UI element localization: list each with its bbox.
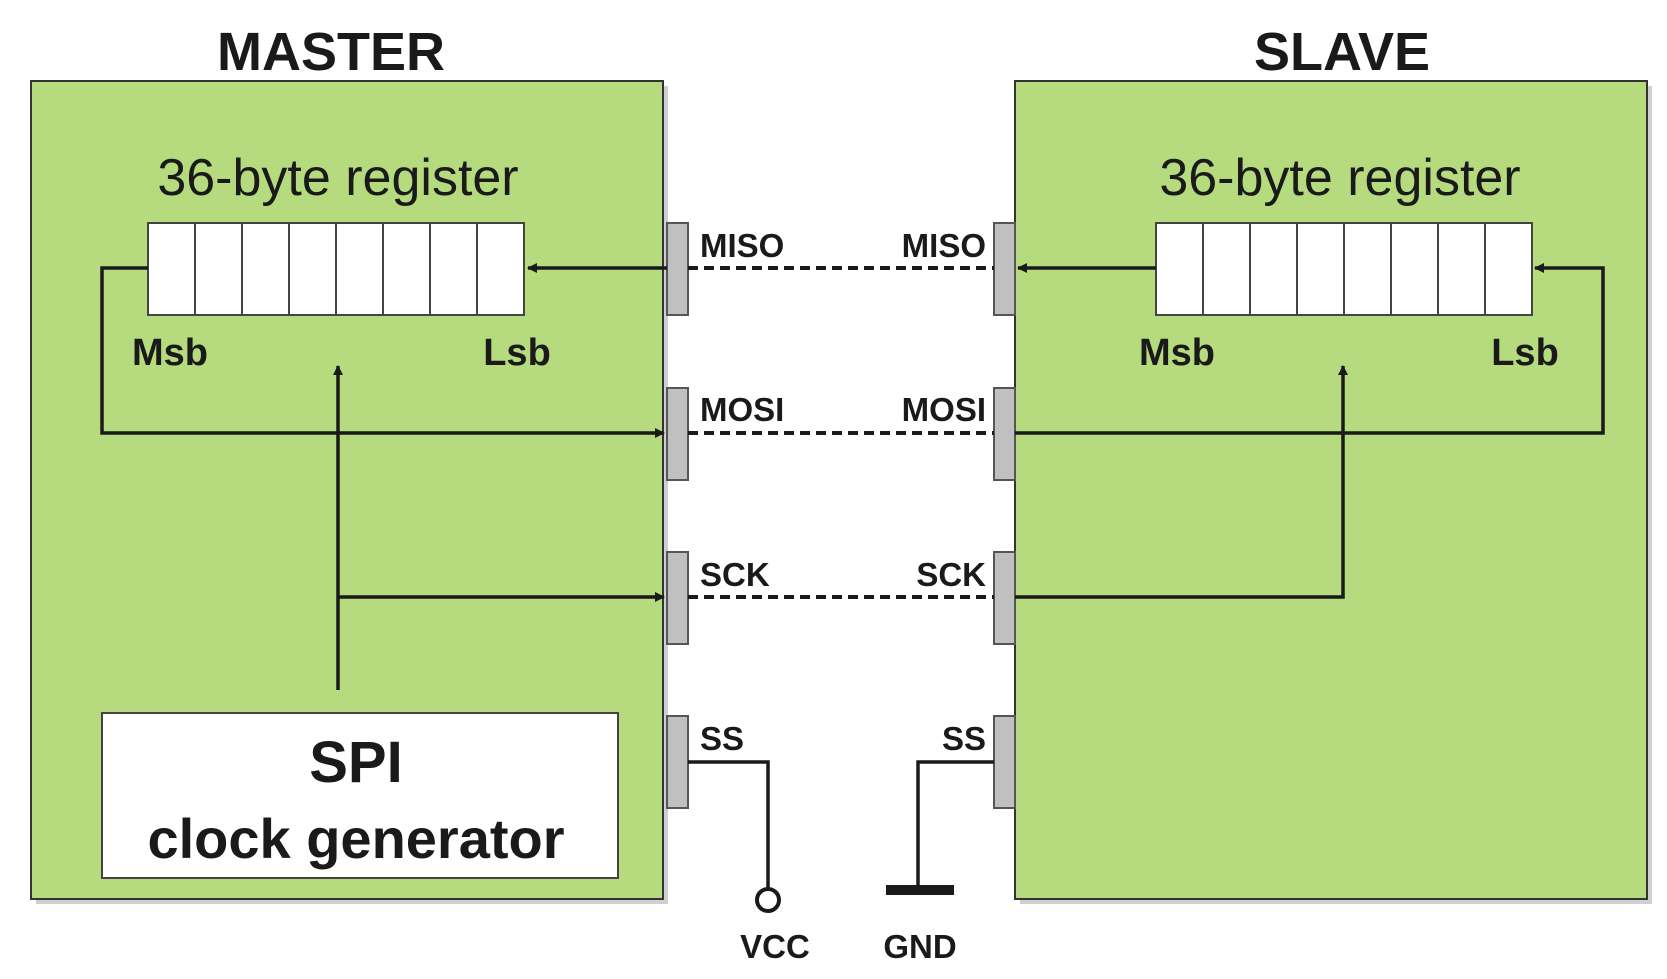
slave-title: SLAVE xyxy=(1254,22,1430,82)
slave-sck-label: SCK xyxy=(916,556,986,593)
master-lsb-label: Lsb xyxy=(483,332,551,374)
master-mosi-label: MOSI xyxy=(700,391,784,428)
slave-miso-label: MISO xyxy=(902,227,986,264)
slave-lsb-label: Lsb xyxy=(1491,332,1559,374)
master-ss-label: SS xyxy=(700,720,744,757)
slave-mosi-arrow xyxy=(1015,263,1605,435)
vcc-label: VCC xyxy=(740,928,810,965)
master-msb-label: Msb xyxy=(132,332,208,374)
master-miso-label: MISO xyxy=(700,227,784,264)
slave-pins xyxy=(993,222,1016,809)
slave-msb-label: Msb xyxy=(1139,332,1215,374)
master-title: MASTER xyxy=(217,22,445,82)
master-mosi-arrow xyxy=(100,266,665,438)
slave-register xyxy=(1155,222,1533,316)
slave-ss-label: SS xyxy=(942,720,986,757)
slave-register-title: 36-byte register xyxy=(1159,149,1520,207)
slave-ss-wire xyxy=(916,760,994,890)
master-register xyxy=(147,222,525,316)
master-sck-label: SCK xyxy=(700,556,770,593)
clock-generator-line2: clock generator xyxy=(147,807,564,870)
vcc-terminal-icon xyxy=(755,887,781,913)
clock-generator-line1: SPI xyxy=(309,730,403,795)
master-register-title: 36-byte register xyxy=(157,149,518,207)
master-pins xyxy=(666,222,689,809)
master-ss-wire xyxy=(688,760,770,888)
gnd-label: GND xyxy=(883,928,956,965)
spi-clock-generator: SPI clock generator xyxy=(101,712,619,879)
slave-sck-arrow xyxy=(1015,365,1348,599)
slave-mosi-label: MOSI xyxy=(902,391,986,428)
